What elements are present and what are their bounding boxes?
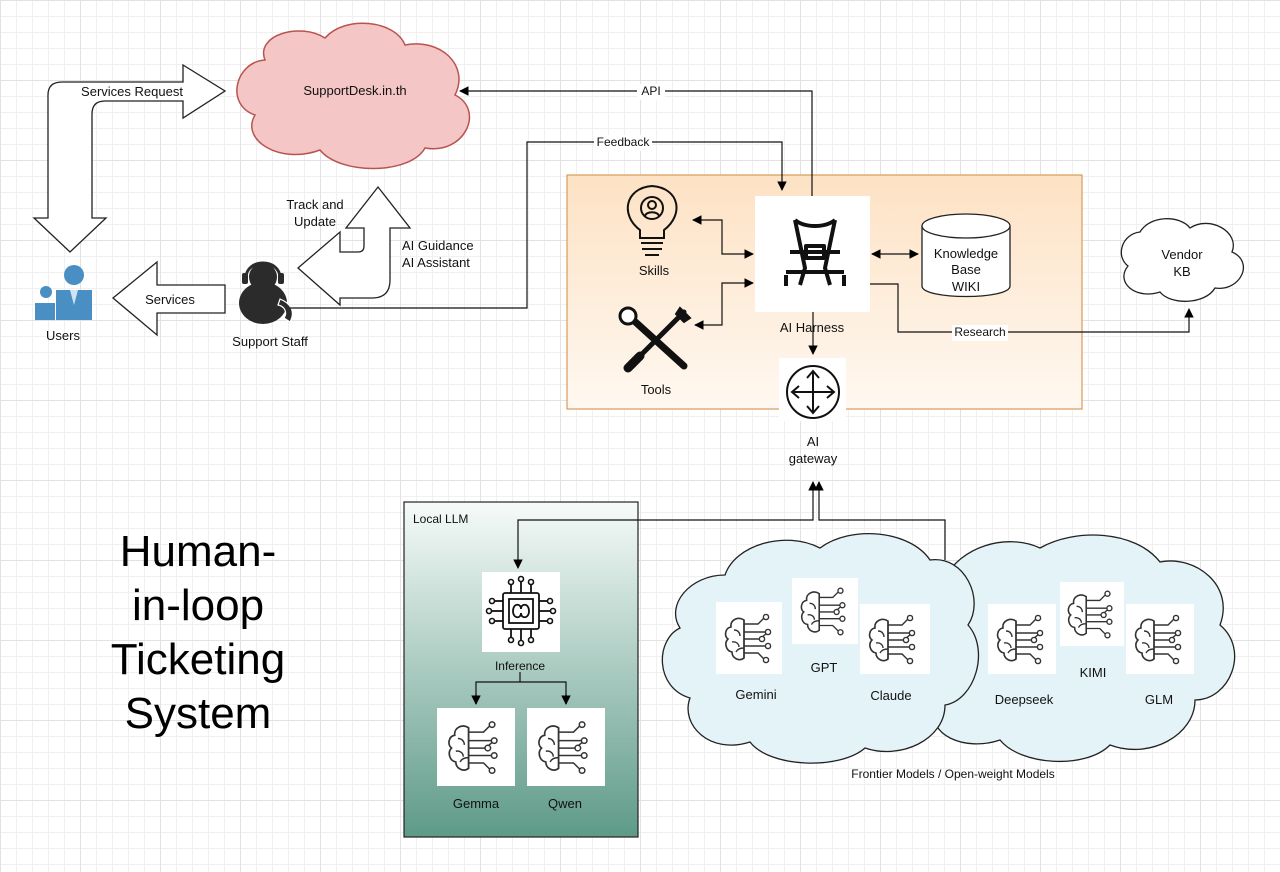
inference-label[interactable]: Inference: [494, 659, 546, 673]
skills-harness-connector: [692, 215, 754, 259]
glm-label[interactable]: GLM: [1144, 692, 1174, 707]
qwen-label[interactable]: Qwen: [548, 796, 582, 811]
api-label: API: [637, 84, 665, 100]
tools-harness-connector: [694, 278, 754, 330]
footer-caption: Frontier Models / Open-weight Models: [851, 767, 1055, 781]
tools-icon: [618, 306, 692, 373]
track-update-arrow: [297, 185, 412, 307]
local-llm-label: Local LLM: [413, 512, 469, 526]
knowledge-base-cylinder: [921, 213, 1011, 298]
gateway-frontier-connector: [814, 481, 946, 560]
kimi-brain-icon: [1060, 582, 1124, 646]
gemma-brain-icon: [437, 708, 515, 786]
ai-harness-label[interactable]: AI Harness: [779, 320, 845, 335]
gemini-brain-icon: [716, 602, 782, 674]
deepseek-brain-icon: [988, 604, 1056, 674]
users-label[interactable]: Users: [46, 328, 80, 343]
claude-brain-icon: [860, 604, 930, 674]
gateway-local-connector: [513, 481, 818, 569]
feedback-label: Feedback: [594, 135, 652, 151]
research-label: Research: [952, 325, 1008, 341]
inference-chip-icon: [482, 572, 560, 652]
deepseek-label[interactable]: Deepseek: [994, 692, 1054, 707]
skills-label[interactable]: Skills: [638, 263, 670, 278]
support-staff-icon: [239, 261, 293, 324]
services-request-label: Services Request: [81, 84, 183, 99]
glm-brain-icon: [1126, 604, 1194, 674]
gemma-label[interactable]: Gemma: [452, 796, 500, 811]
services-request-arrow: [32, 63, 227, 253]
ai-harness-icon: [755, 196, 870, 312]
gpt-brain-icon: [792, 578, 858, 644]
qwen-brain-icon: [527, 708, 605, 786]
knowledge-base-label[interactable]: Knowledge Base WIKI: [933, 246, 999, 294]
feedback-connector: [290, 141, 787, 309]
gemini-label[interactable]: Gemini: [735, 687, 777, 702]
ai-gateway-icon: [779, 358, 846, 421]
research-connector: [870, 283, 1194, 333]
vendor-kb-label[interactable]: Vendor KB: [1161, 247, 1203, 279]
services-arrow: [111, 260, 226, 337]
supportdesk-label[interactable]: SupportDesk.in.th: [303, 83, 407, 98]
vendor-kb-cloud: [1120, 218, 1244, 302]
support-staff-label[interactable]: Support Staff: [232, 334, 308, 349]
gpt-label[interactable]: GPT: [810, 660, 838, 675]
kimi-label[interactable]: KIMI: [1079, 665, 1107, 680]
claude-label[interactable]: Claude: [870, 688, 912, 703]
track-update-label: Track and Update: [286, 197, 344, 229]
api-connector: [459, 86, 813, 196]
users-icon: [35, 265, 92, 320]
tools-label[interactable]: Tools: [640, 382, 672, 397]
skills-icon: [626, 184, 678, 256]
supportdesk-cloud: [236, 22, 471, 170]
diagram-title: Human- in-loop Ticketing System: [110, 527, 286, 738]
frontier-cloud: [661, 532, 980, 764]
services-label: Services: [145, 292, 195, 307]
ai-guidance-label: AI Guidance AI Assistant: [402, 238, 474, 270]
ai-gateway-label[interactable]: AI gateway: [788, 434, 838, 466]
